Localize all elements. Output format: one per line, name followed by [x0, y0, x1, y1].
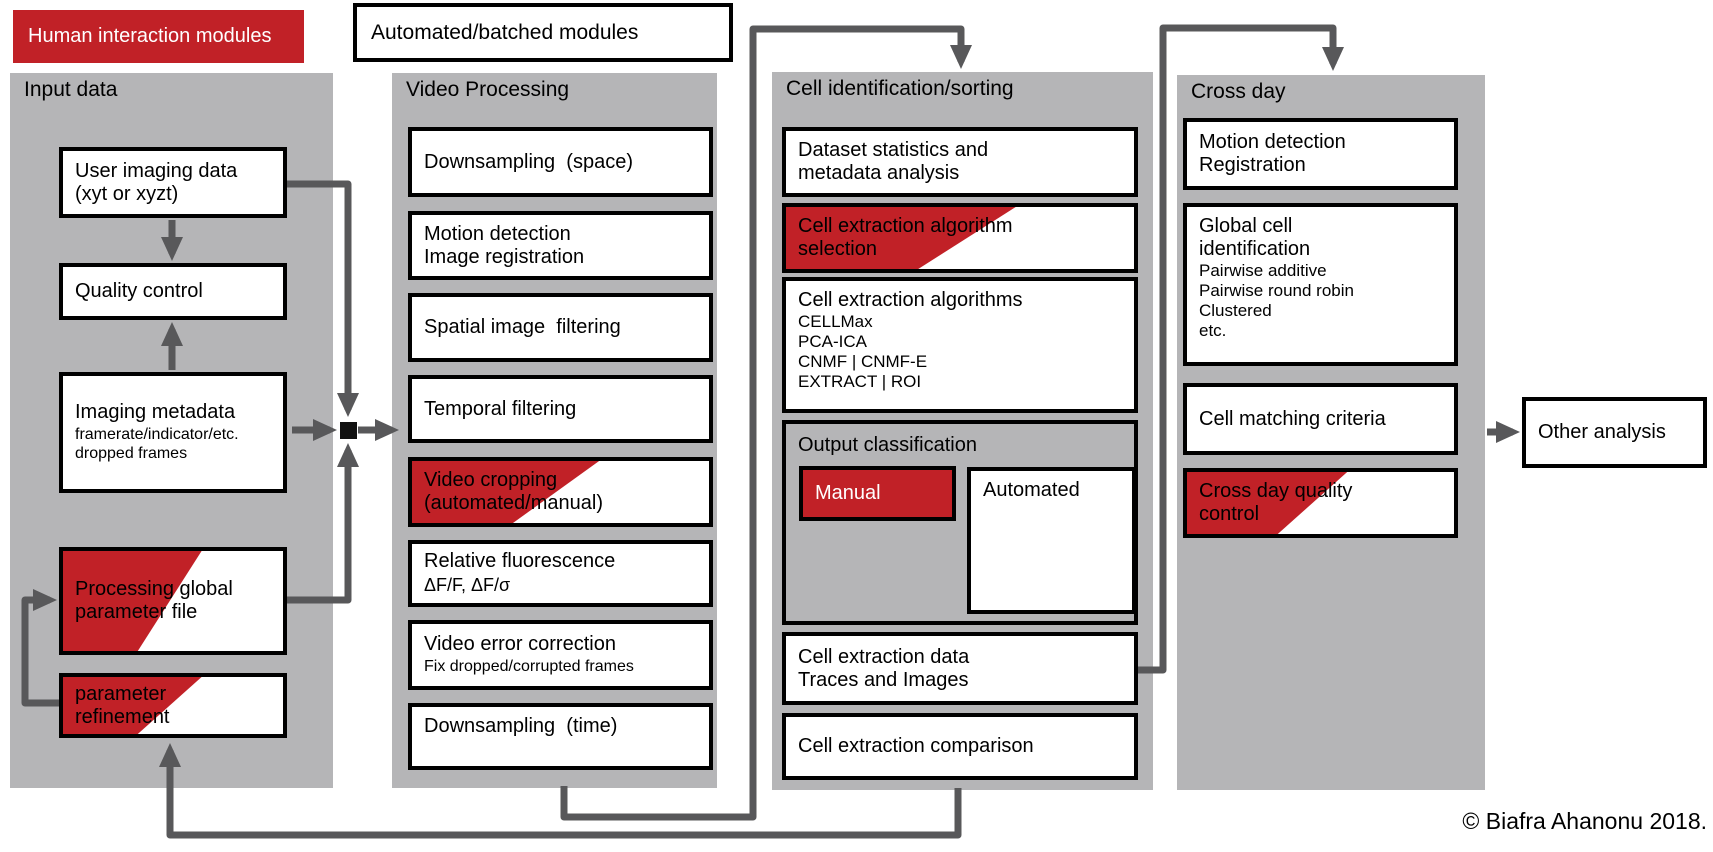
input-data-header: Input data	[24, 78, 118, 101]
node-label: Processing global parameter file	[75, 578, 233, 623]
output-classification-label: Output classification	[798, 434, 977, 456]
node-label: Imaging metadata	[75, 401, 236, 424]
video-processing-header: Video Processing	[406, 78, 570, 101]
node-sublabel: Pairwise additive Pairwise round robin C…	[1199, 261, 1354, 341]
node-label: Spatial image filtering	[424, 316, 621, 338]
output-classification-panel: Output classification Manual Automated	[782, 420, 1138, 625]
cross-day-header: Cross day	[1191, 80, 1286, 103]
node-manual-classification: Manual	[799, 466, 956, 521]
node-sublabel: CELLMax PCA-ICA CNMF | CNMF-E EXTRACT | …	[798, 312, 928, 392]
node-label: Manual	[815, 482, 881, 504]
node-label: Motion detection Registration	[1199, 131, 1346, 176]
arrow-video-to-cellid	[560, 25, 972, 821]
legend-automated-batched: Automated/batched modules	[353, 3, 733, 62]
node-cell-extraction-comparison: Cell extraction comparison	[782, 713, 1138, 780]
node-parameter-refinement: parameter refinement	[59, 673, 287, 738]
node-label: Global cell identification	[1199, 215, 1311, 260]
node-downsampling-space: Downsampling (space)	[408, 127, 713, 197]
node-label: Cell extraction comparison	[798, 735, 1034, 757]
node-imaging-metadata: Imaging metadata framerate/indicator/etc…	[59, 372, 287, 493]
node-label: Cell extraction algorithm selection	[798, 215, 1013, 260]
node-sublabel: framerate/indicator/etc. dropped frames	[75, 426, 239, 462]
node-user-imaging-data: User imaging data (xyt or xyzt)	[59, 147, 287, 218]
node-label: Cell extraction algorithms	[798, 289, 1023, 311]
copyright-notice: © Biafra Ahanonu 2018.	[1462, 808, 1707, 834]
node-video-error-correction: Video error correction Fix dropped/corru…	[408, 620, 713, 690]
node-quality-control: Quality control	[59, 263, 287, 320]
node-motion-detection-registration: Motion detection Image registration	[408, 211, 713, 280]
arrow-userdata-to-junction	[287, 180, 359, 417]
arrow-extractiondata-to-crossday	[1138, 24, 1344, 674]
node-label: Relative fluorescence	[424, 550, 616, 573]
node-sublabel: ΔF/F, ΔF/σ	[424, 575, 511, 596]
node-label: Quality control	[75, 280, 203, 302]
node-label: Video error correction	[424, 633, 616, 656]
node-cell-extraction-algorithm-selection: Cell extraction algorithm selection	[782, 203, 1138, 273]
node-label: Other analysis	[1538, 421, 1666, 443]
node-cell-extraction-data: Cell extraction data Traces and Images	[782, 632, 1138, 705]
node-label: Downsampling (space)	[424, 150, 633, 173]
cell-identification-header: Cell identification/sorting	[786, 77, 1014, 100]
node-label: Cell extraction data Traces and Images	[798, 645, 970, 691]
node-downsampling-time: Downsampling (time)	[408, 703, 713, 770]
node-relative-fluorescence: Relative fluorescence ΔF/F, ΔF/σ	[408, 540, 713, 607]
node-label: Temporal filtering	[424, 397, 577, 420]
node-cell-matching-criteria: Cell matching criteria	[1183, 383, 1458, 455]
node-dataset-statistics: Dataset statistics and metadata analysis	[782, 127, 1138, 197]
legend-human-interaction: Human interaction modules	[13, 10, 304, 63]
node-label: Motion detection Image registration	[424, 222, 585, 268]
node-label: Dataset statistics and metadata analysis	[798, 139, 989, 184]
node-sublabel: Fix dropped/corrupted frames	[424, 658, 634, 676]
node-video-cropping: Video cropping (automated/manual)	[408, 457, 713, 527]
arrow-cellid-to-refinement	[159, 743, 962, 839]
node-label: Video cropping (automated/manual)	[424, 469, 603, 514]
node-processing-global-parameter-file: Processing global parameter file	[59, 547, 287, 655]
node-global-cell-identification: Global cell identification Pairwise addi…	[1183, 203, 1458, 366]
arrow-refinement-to-paramfile	[21, 589, 59, 707]
node-label: Automated	[983, 479, 1080, 501]
arrow-paramfile-to-junction	[287, 443, 359, 604]
node-other-analysis: Other analysis	[1522, 397, 1707, 468]
node-spatial-image-filtering: Spatial image filtering	[408, 293, 713, 362]
node-temporal-filtering: Temporal filtering	[408, 375, 713, 443]
node-label: Downsampling (time)	[424, 715, 618, 737]
node-cross-day-quality-control: Cross day quality control	[1183, 468, 1458, 538]
node-cell-extraction-algorithms: Cell extraction algorithms CELLMax PCA-I…	[782, 277, 1138, 413]
legend-human-label: Human interaction modules	[28, 25, 272, 47]
node-label: User imaging data (xyt or xyzt)	[75, 159, 238, 205]
node-automated-classification: Automated	[967, 467, 1136, 614]
node-label: Cross day quality control	[1199, 480, 1353, 525]
node-label: Cell matching criteria	[1199, 407, 1386, 430]
junction-node	[340, 422, 357, 439]
node-label: parameter refinement	[75, 682, 170, 728]
legend-automated-label: Automated/batched modules	[371, 20, 639, 44]
node-crossday-motion-detection: Motion detection Registration	[1183, 118, 1458, 190]
